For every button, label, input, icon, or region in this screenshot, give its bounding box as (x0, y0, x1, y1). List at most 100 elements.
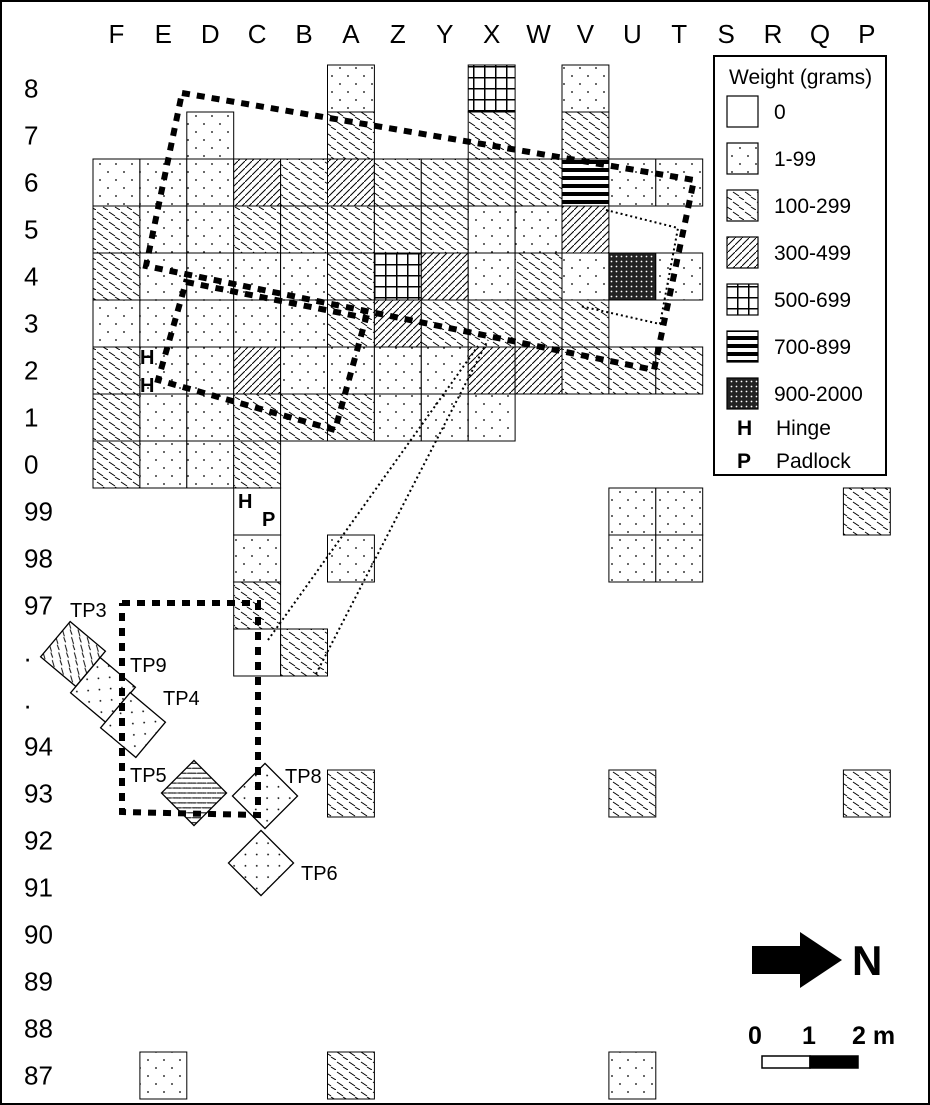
grid-cell-e-87 (139, 1051, 188, 1100)
grid-cell-u-2 (608, 346, 657, 395)
scale-bar: 0 1 2 m (748, 1022, 895, 1069)
row-label-92: 92 (24, 826, 53, 856)
legend-label-w6: 900-2000 (774, 383, 863, 406)
grid-cell-z-5 (373, 205, 422, 254)
grid-cell-x-4 (467, 252, 516, 301)
grid-cell-x-1 (467, 393, 516, 442)
grid-cell-u-93 (608, 769, 657, 818)
grid-cell-u-99 (608, 487, 657, 536)
grid-cell-d-6 (186, 158, 235, 207)
grid-cell-x-3 (467, 299, 516, 348)
grid-cell-b-2 (280, 346, 329, 395)
legend-swatch-w1 (726, 142, 759, 175)
column-label-e: E (155, 19, 172, 49)
dotted-lead-line-1 (267, 345, 479, 641)
legend-swatch-w5 (726, 330, 759, 363)
legend-label-w1: 1-99 (774, 148, 816, 171)
grid-cell-w-3 (514, 299, 563, 348)
test-pit-label-tp8: TP8 (285, 766, 322, 788)
grid-cell-e-2 (139, 346, 188, 395)
upper-building-outline (142, 89, 698, 374)
column-label-w: W (526, 19, 551, 49)
grid-cell-f-4 (92, 252, 141, 301)
grid-cell-w-4 (514, 252, 563, 301)
row-label-89: 89 (24, 967, 53, 997)
grid-cell-y-3 (420, 299, 469, 348)
test-pit-label-tp5: TP5 (130, 765, 167, 787)
legend: Weight (grams) 01-99100-299300-499500-69… (713, 55, 887, 476)
scale-segment-black (809, 1055, 859, 1069)
column-label-u: U (623, 19, 642, 49)
legend-swatch-w2 (726, 189, 759, 222)
marker-hinge-1: H (140, 375, 154, 397)
column-label-a: A (342, 19, 360, 49)
column-label-f: F (109, 19, 125, 49)
row-label-98: 98 (24, 544, 53, 574)
row-label-6: 6 (24, 168, 38, 198)
test-pit-label-tp4: TP4 (163, 688, 200, 710)
legend-label-w0: 0 (774, 101, 786, 124)
legend-symbol-hinge: H (737, 417, 752, 440)
grid-cell-w-2 (514, 346, 563, 395)
marker-hinge-0: H (140, 347, 154, 369)
scale-segment-white (761, 1055, 811, 1069)
grid-cell-u-98 (608, 534, 657, 583)
grid-cell-d-2 (186, 346, 235, 395)
grid-cell-a-98 (327, 534, 375, 583)
column-label-z: Z (390, 19, 406, 49)
grid-cell-t-6 (655, 158, 704, 207)
grid-cell-w-6 (514, 158, 563, 207)
test-pit-tp4 (99, 691, 167, 759)
grid-cell-t-2 (655, 346, 704, 395)
grid-cell-f-0 (92, 440, 141, 489)
legend-swatch-w6 (726, 377, 759, 410)
grid-cell-v-5 (561, 205, 610, 254)
grid-cell-c-1 (233, 393, 282, 442)
test-pit-tp6 (227, 829, 295, 897)
grid-cell-y-1 (420, 393, 469, 442)
grid-cell-a-6 (327, 158, 375, 207)
row-label-0: 0 (24, 450, 38, 480)
row-label-8: 8 (24, 74, 38, 104)
grid-cell-f-3 (92, 299, 141, 348)
legend-symbol-label-padlock: Padlock (776, 450, 851, 473)
grid-cell-f-2 (92, 346, 141, 395)
grid-cell-u-87 (608, 1051, 657, 1100)
grid-cell-v-4 (561, 252, 610, 301)
grid-cell-a-1 (327, 393, 375, 442)
scale-label-2: 2 m (852, 1022, 895, 1050)
grid-cell-d-3 (186, 299, 235, 348)
row-label-3: 3 (24, 309, 38, 339)
grid-cell-e-6 (139, 158, 188, 207)
test-pit-label-tp3: TP3 (70, 600, 107, 622)
grid-cell-x-2 (467, 346, 516, 395)
row-label-94: 94 (24, 732, 53, 762)
grid-cell-z-6 (373, 158, 422, 207)
north-label: N (852, 937, 882, 984)
row-label-99: 99 (24, 497, 53, 527)
grid-cell-v-3 (561, 299, 610, 348)
north-arrow-icon (752, 932, 842, 988)
grid-cell-x-8 (467, 64, 516, 113)
column-label-x: X (483, 19, 500, 49)
grid-cell-a-4 (327, 252, 375, 301)
row-label-dot-12: . (24, 638, 31, 668)
row-label-88: 88 (24, 1014, 53, 1044)
column-label-p: P (858, 19, 875, 49)
grid-cell-d-4 (186, 252, 235, 301)
grid-cell-f-6 (92, 158, 141, 207)
test-pit-tp5 (160, 759, 228, 827)
row-label-2: 2 (24, 356, 38, 386)
grid-cell-b-5 (280, 205, 329, 254)
grid-cell-d-5 (186, 205, 235, 254)
grid-cell-t-99 (655, 487, 704, 536)
test-pit-area-outline (119, 600, 261, 819)
row-label-5: 5 (24, 215, 38, 245)
grid-cell-c-2 (233, 346, 282, 395)
column-label-c: C (248, 19, 267, 49)
grid-cell-e-0 (139, 440, 188, 489)
grid-cell-v-7 (561, 111, 610, 160)
legend-label-w5: 700-899 (774, 336, 851, 359)
